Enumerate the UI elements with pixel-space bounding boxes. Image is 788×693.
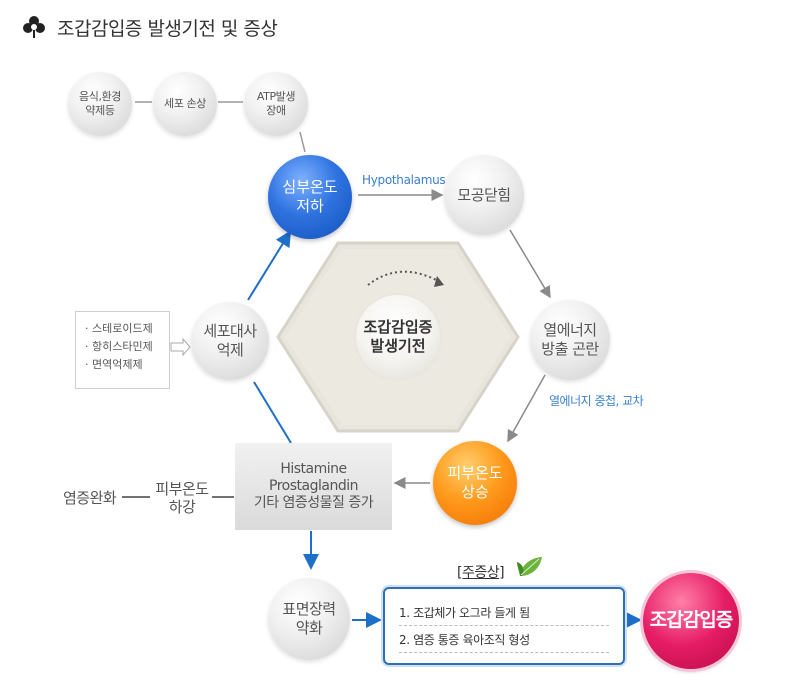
node-atp-disorder: ATP발생 장애 bbox=[244, 72, 308, 136]
skin-temp-drop-label: 피부온도 하강 bbox=[155, 480, 209, 516]
node-skin-temp-rise: 피부온도 상승 bbox=[433, 441, 517, 525]
top-connector-3 bbox=[299, 131, 306, 153]
symptoms-box: 1. 조갑체가 오그라 들게 됨 2. 염증 통증 육아조직 형성 bbox=[383, 587, 625, 665]
arrow-pore-to-heat bbox=[509, 229, 551, 299]
node-core-temp-drop: 심부온도 저하 bbox=[268, 155, 352, 239]
drug-list: · 스테로이드제 · 항히스타민제 · 면역억제제 bbox=[75, 311, 170, 389]
histamine-line: 기타 염증성물질 증가 bbox=[253, 494, 374, 511]
inflammation-relief-label: 염증완화 bbox=[63, 489, 117, 507]
clover-icon bbox=[23, 16, 45, 38]
center-mechanism: 조갑감입증 발생기전 bbox=[356, 295, 440, 379]
node-metabolism-suppression: 세포대사 억제 bbox=[191, 302, 269, 380]
heat-accumulation-label: 열에너지 중첩, 교차 bbox=[549, 394, 644, 408]
arrow-metabolism-to-core bbox=[247, 230, 292, 301]
node-cell-damage: 세포 손상 bbox=[153, 72, 217, 136]
histamine-line: Histamine bbox=[280, 461, 347, 478]
page-title: 조갑감입증 발생기전 및 증상 bbox=[57, 18, 278, 40]
node-heat-loss-difficulty: 열에너지 방출 곤란 bbox=[530, 300, 610, 380]
drug-item: · 면역억제제 bbox=[85, 358, 143, 372]
line-histamine-to-metabolism bbox=[253, 381, 292, 444]
node-food-environment: 음식,환경 약제등 bbox=[68, 72, 132, 136]
histamine-box: Histamine Prostaglandin 기타 염증성물질 증가 bbox=[235, 443, 392, 530]
arrow-drugs-to-metabolism bbox=[170, 337, 191, 357]
symptom-item: 1. 조갑체가 오그라 들게 됨 bbox=[399, 599, 609, 626]
symptoms-header: [주증상] bbox=[457, 565, 505, 581]
node-pore-close: 모공닫힘 bbox=[444, 155, 524, 235]
leaf-icon bbox=[517, 557, 542, 576]
drug-item: · 항히스타민제 bbox=[85, 340, 153, 354]
symptom-item: 2. 염증 통증 육아조직 형성 bbox=[399, 626, 609, 653]
arrow-heat-to-skin bbox=[507, 374, 546, 443]
node-result: 조갑감입증 bbox=[643, 573, 739, 669]
drug-item: · 스테로이드제 bbox=[85, 322, 153, 335]
histamine-line: Prostaglandin bbox=[269, 478, 358, 495]
hypothalamus-label: Hypothalamus bbox=[362, 173, 446, 187]
node-surface-tension: 표면장력 약화 bbox=[268, 578, 350, 660]
